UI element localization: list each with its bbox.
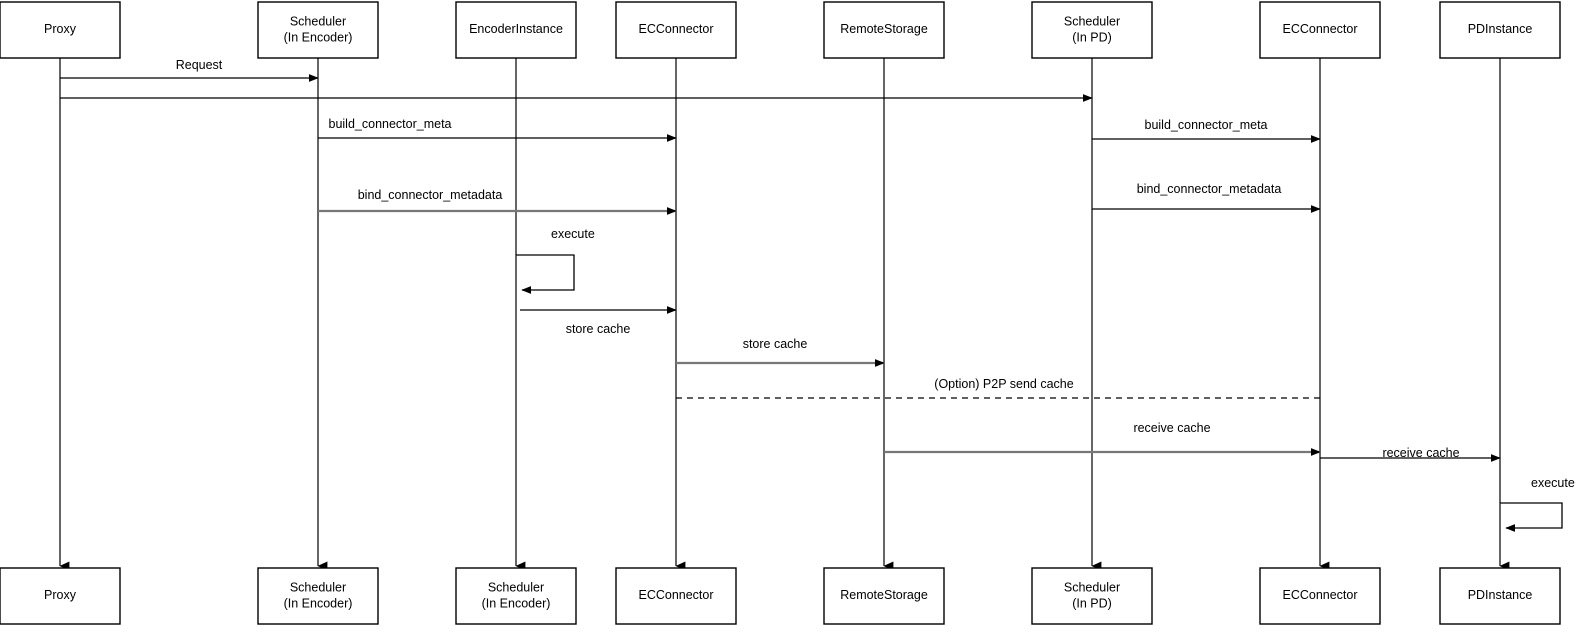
self-calls-group — [516, 254, 1563, 532]
participant-box-top-pd_inst[interactable] — [1439, 1, 1561, 59]
participant-label-top-encoder_inst: EncoderInstance — [469, 22, 563, 37]
message-label-m4: build_connector_meta — [1144, 118, 1268, 132]
participant-label-top-sched_enc: Scheduler(In Encoder) — [284, 14, 353, 45]
participant-label-top-sched_pd: Scheduler(In PD) — [1064, 14, 1120, 45]
participant-box-top-sched_pd[interactable] — [1031, 1, 1153, 59]
participant-box-top-proxy[interactable] — [0, 1, 121, 59]
participant-box-bottom-ecc_left[interactable] — [615, 567, 737, 625]
participant-label-top-ecc_right: ECConnector — [1282, 22, 1358, 37]
participant-name: Scheduler — [487, 580, 545, 595]
participant-box-bottom-sched_enc[interactable] — [257, 567, 379, 625]
participant-label-top-ecc_left: ECConnector — [638, 22, 714, 37]
message-label-m8: store cache — [742, 337, 808, 351]
self-call-sc2[interactable] — [1500, 502, 1563, 532]
participant-label-top-pd_inst: PDInstance — [1467, 22, 1533, 37]
participant-label-top-proxy: Proxy — [44, 22, 76, 37]
participant-sublabel: (In Encoder) — [283, 30, 353, 44]
participant-label-bottom-pd_inst: PDInstance — [1467, 588, 1533, 603]
participant-label-bottom-sched_enc: Scheduler(In Encoder) — [284, 580, 353, 611]
message-label-m1: Request — [175, 58, 223, 72]
participant-name: Scheduler — [289, 14, 347, 29]
message-label-m11: receive cache — [1382, 446, 1460, 460]
participant-label-bottom-sched_pd: Scheduler(In PD) — [1064, 580, 1120, 611]
participant-box-top-remote[interactable] — [823, 1, 945, 59]
participant-label-top-remote: RemoteStorage — [840, 22, 928, 37]
self-call-sc1[interactable] — [516, 254, 575, 294]
participant-box-bottom-pd_inst[interactable] — [1439, 567, 1561, 625]
participant-box-top-ecc_right[interactable] — [1259, 1, 1381, 59]
participant-label-bottom-ecc_left: ECConnector — [638, 588, 714, 603]
message-label-m10: receive cache — [1133, 421, 1211, 435]
participant-name: Scheduler — [289, 580, 347, 595]
self-call-label-sc1: execute — [551, 227, 595, 241]
participant-box-top-ecc_left[interactable] — [615, 1, 737, 59]
messages-group — [60, 74, 1501, 462]
participant-sublabel: (In Encoder) — [481, 596, 551, 610]
participant-label-bottom-proxy: Proxy — [44, 588, 76, 603]
participant-label-bottom-remote: RemoteStorage — [840, 588, 928, 603]
lifelines-group — [59, 58, 1510, 571]
participant-box-bottom-ecc_right[interactable] — [1259, 567, 1381, 625]
participant-name: Scheduler — [1063, 14, 1121, 29]
participant-box-bottom-proxy[interactable] — [0, 567, 121, 625]
participant-box-top-encoder_inst[interactable] — [455, 1, 577, 59]
participant-sublabel: (In PD) — [1072, 596, 1112, 610]
participant-boxes-group — [0, 1, 1561, 625]
participant-label-bottom-ecc_right: ECConnector — [1282, 588, 1358, 603]
participant-sublabel: (In Encoder) — [283, 596, 353, 610]
message-label-m3: build_connector_meta — [328, 117, 452, 131]
participant-box-bottom-encoder_inst[interactable] — [455, 567, 577, 625]
participant-box-bottom-remote[interactable] — [823, 567, 945, 625]
message-label-store_cache_left: store cache — [565, 322, 631, 336]
participant-label-bottom-encoder_inst: Scheduler(In Encoder) — [482, 580, 551, 611]
participant-box-bottom-sched_pd[interactable] — [1031, 567, 1153, 625]
message-label-m6: bind_connector_metadata — [1136, 182, 1282, 196]
participant-name: Scheduler — [1063, 580, 1121, 595]
participant-box-top-sched_enc[interactable] — [257, 1, 379, 59]
message-label-m5: bind_connector_metadata — [357, 188, 503, 202]
message-label-m9: (Option) P2P send cache — [934, 377, 1074, 391]
participant-sublabel: (In PD) — [1072, 30, 1112, 44]
self-call-label-sc2: execute — [1531, 476, 1575, 490]
